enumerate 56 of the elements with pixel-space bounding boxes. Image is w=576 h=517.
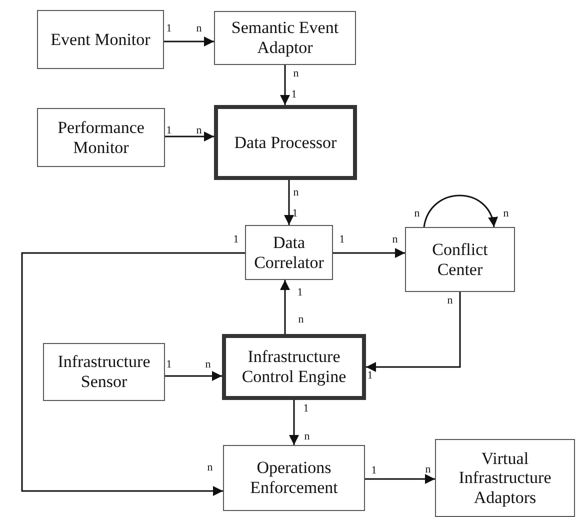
multiplicity-label: 1 — [297, 288, 303, 298]
component-box — [43, 343, 165, 401]
arrow — [280, 280, 290, 334]
multiplicity-label: n — [414, 208, 420, 220]
multiplicity-label: 1 — [367, 370, 373, 382]
component-name: Operations Enforcement — [249, 458, 339, 498]
component-box — [37, 108, 165, 167]
multiplicity-label: 1 — [339, 234, 345, 246]
arrow — [165, 371, 222, 381]
multiplicity-label: 1 — [166, 360, 172, 370]
component-name: Event Monitor — [50, 30, 152, 50]
component-box — [214, 11, 356, 65]
multiplicity-label: n — [196, 126, 202, 136]
multiplicity-label: 1 — [233, 234, 239, 246]
multiplicity-label: n — [293, 188, 299, 198]
multiplicity-label: 1 — [303, 404, 309, 414]
multiplicity-label: 1 — [291, 90, 297, 100]
component-name: Performance Monitor — [56, 118, 146, 158]
multiplicity-label: 1 — [371, 466, 377, 476]
component-box — [223, 445, 365, 511]
multiplicity-label: 1 — [166, 126, 172, 136]
arrow — [21, 252, 245, 496]
multiplicity-label: n — [392, 234, 398, 246]
multiplicity-label: n — [293, 68, 299, 80]
component-name: Conflict Center — [431, 240, 489, 280]
multiplicity-label: n — [425, 464, 431, 476]
component-box — [214, 105, 357, 180]
arrow — [280, 65, 290, 105]
component-name: Infrastructure Sensor — [56, 352, 152, 392]
multiplicity-label: 1 — [166, 24, 172, 34]
component-box — [37, 10, 164, 69]
arrow — [333, 248, 405, 258]
arrow — [284, 180, 294, 225]
component-box — [245, 225, 333, 280]
component-box — [435, 439, 575, 517]
component-box — [222, 334, 366, 400]
component-name: Data Processor — [233, 132, 338, 152]
arrow — [366, 292, 461, 372]
arrow — [365, 474, 435, 484]
arrow — [289, 400, 299, 445]
component-name: Data Correlator — [253, 232, 325, 272]
multiplicity-label: n — [196, 24, 202, 34]
multiplicity-label: n — [304, 432, 310, 442]
component-name: Infrastructure Control Engine — [240, 347, 348, 387]
multiplicity-label: n — [503, 208, 509, 220]
multiplicity-label: 1 — [292, 208, 298, 220]
component-name: Semantic Event Adaptor — [230, 18, 340, 58]
arrow — [423, 194, 497, 228]
component-name: Virtual Infrastructure Adaptors — [458, 448, 552, 508]
multiplicity-label: n — [447, 296, 453, 306]
arrow — [164, 36, 214, 46]
multiplicity-label: n — [207, 462, 213, 474]
component-box — [405, 227, 515, 292]
arrow — [165, 132, 214, 142]
multiplicity-label: n — [205, 360, 211, 370]
multiplicity-label: n — [298, 314, 304, 326]
